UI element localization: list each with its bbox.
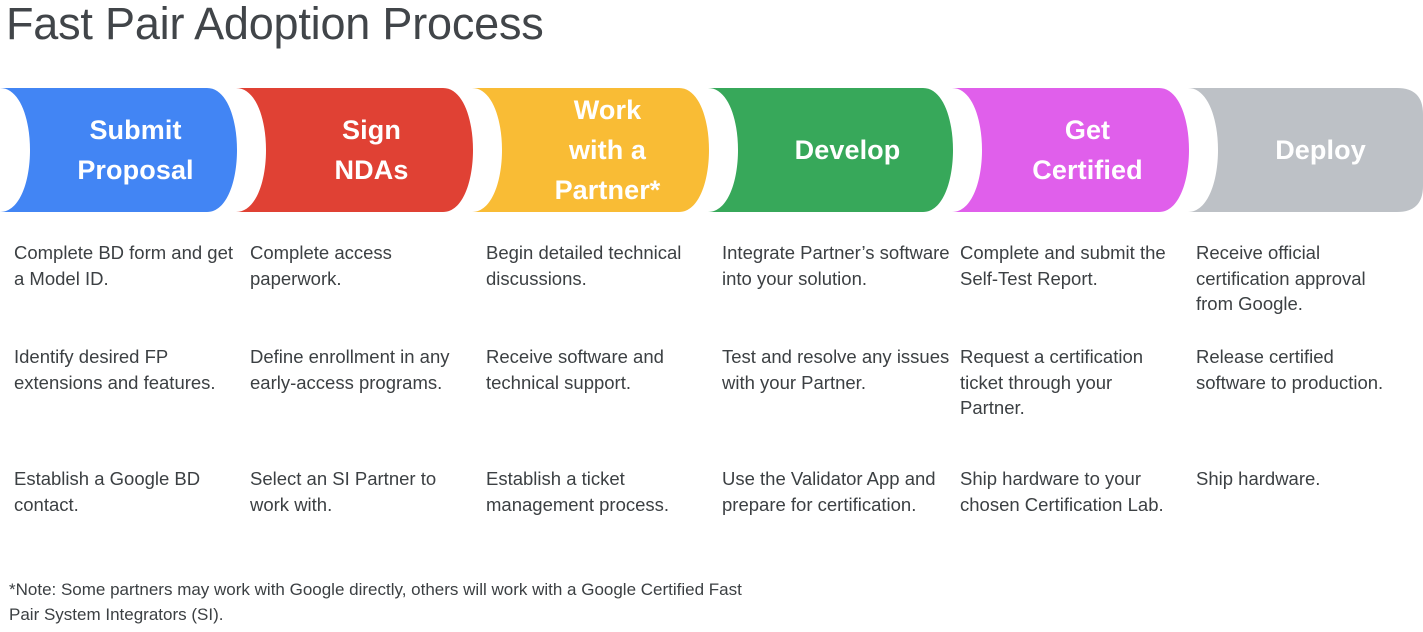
banner-chevron-shape bbox=[708, 88, 953, 212]
detail-item: Identify desired FP extensions and featu… bbox=[14, 346, 216, 393]
page-title: Fast Pair Adoption Process bbox=[6, 0, 544, 49]
detail-item: Use the Validator App and prepare for ce… bbox=[722, 468, 936, 515]
process-step-banner-submit-proposal[interactable]: Submit Proposal bbox=[0, 88, 237, 212]
banner-chevron-shape bbox=[0, 88, 237, 212]
process-step-banner-get-certified[interactable]: Get Certified bbox=[952, 88, 1189, 212]
process-step-banner-deploy[interactable]: Deploy bbox=[1188, 88, 1423, 212]
detail-item: Select an SI Partner to work with. bbox=[250, 468, 437, 515]
banner-chevron-shape bbox=[952, 88, 1189, 212]
banner-label-sign-ndas: Sign NDAs bbox=[334, 115, 409, 185]
detail-item: Establish a Google BD contact. bbox=[14, 468, 201, 515]
detail-item: Test and resolve any issues with your Pa… bbox=[722, 346, 950, 393]
detail-item: Establish a ticket management process. bbox=[486, 468, 670, 515]
detail-item: Complete BD form and get a Model ID. bbox=[14, 242, 234, 289]
detail-item: Begin detailed technical discussions. bbox=[486, 242, 682, 289]
banner-label-submit-proposal: Submit Proposal bbox=[77, 115, 194, 185]
detail-item: Receive software and technical support. bbox=[486, 346, 664, 393]
banner-label-deploy: Deploy bbox=[1275, 135, 1366, 165]
process-step-banner-develop[interactable]: Develop bbox=[708, 88, 953, 212]
banner-label-work-with-a-partner: Work with a Partner* bbox=[554, 95, 661, 205]
footnote-note: *Note: Some partners may work with Googl… bbox=[9, 580, 742, 624]
detail-item: Define enrollment in any early-access pr… bbox=[250, 346, 450, 393]
banner-chevron-shape bbox=[1188, 88, 1423, 212]
steps-detail-grid: Complete BD form and get a Model ID. Iden… bbox=[0, 240, 1423, 550]
detail-item: Ship hardware to your chosen Certificati… bbox=[960, 468, 1164, 515]
banner-label-get-certified: Get Certified bbox=[1032, 115, 1143, 185]
banner-chevron-shape bbox=[472, 88, 709, 212]
process-step-banner-work-with-a-partner[interactable]: Work with a Partner* bbox=[472, 88, 709, 212]
detail-item: Complete access paperwork. bbox=[250, 242, 392, 289]
detail-item: Complete and submit the Self-Test Report… bbox=[960, 242, 1166, 289]
detail-item: Ship hardware. bbox=[1196, 468, 1321, 489]
detail-item: Receive official certification approval … bbox=[1196, 242, 1366, 314]
detail-item: Integrate Partner’s software into your s… bbox=[722, 242, 950, 289]
detail-item: Release certified software to production… bbox=[1196, 346, 1384, 393]
process-step-banner-sign-ndas[interactable]: Sign NDAs bbox=[236, 88, 473, 212]
detail-item: Request a certification ticket through y… bbox=[960, 346, 1144, 418]
banner-label-develop: Develop bbox=[794, 135, 901, 165]
process-banner-row: Submit Proposal Sign NDAs Work with a Part… bbox=[0, 88, 1423, 212]
banner-chevron-shape bbox=[236, 88, 473, 212]
